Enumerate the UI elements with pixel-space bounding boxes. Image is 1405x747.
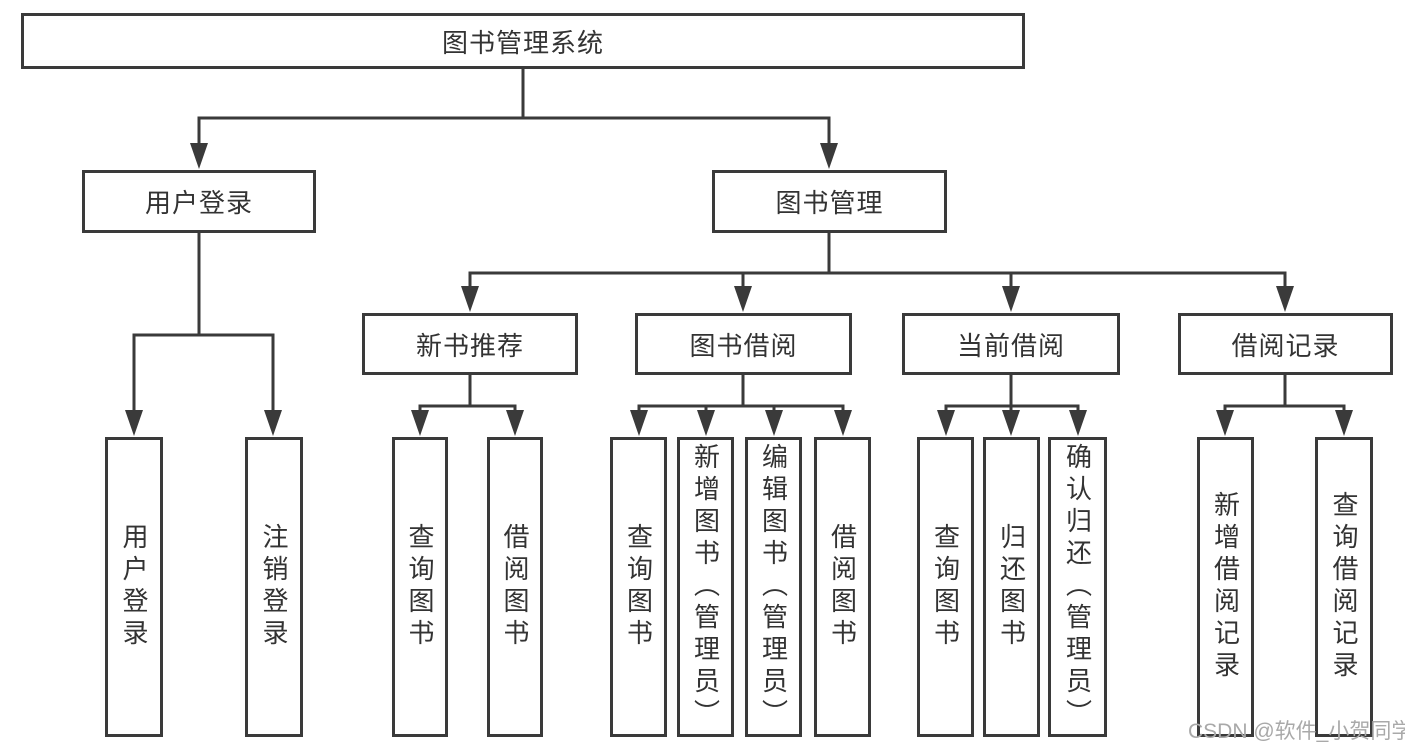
node-book-management-label: 图书管理 xyxy=(775,188,884,218)
node-book-borrowing-label: 图书借阅 xyxy=(689,330,798,361)
leaf-edit-book-admin-label: 编辑图书（管理员） xyxy=(758,443,789,731)
node-new-book-recommend-label: 新书推荐 xyxy=(415,330,524,361)
node-borrow-records-label: 借阅记录 xyxy=(1231,330,1340,361)
node-user-login: 用户登录 xyxy=(82,170,316,233)
leaf-add-borrow-record: 新增借阅记录 xyxy=(1197,437,1254,737)
node-root-label: 图书管理系统 xyxy=(441,27,604,58)
leaf-confirm-return-admin-label: 确认归还（管理员） xyxy=(1062,443,1093,731)
node-book-management: 图书管理 xyxy=(712,170,947,233)
leaf-query-borrow-record-label: 查询借阅记录 xyxy=(1329,491,1359,683)
node-book-borrowing: 图书借阅 xyxy=(635,313,852,375)
leaf-user-login: 用户登录 xyxy=(105,437,163,737)
leaf-return-book-label: 归还图书 xyxy=(996,523,1027,651)
leaf-borrow-books-recommend-label: 借阅图书 xyxy=(500,523,530,651)
node-root: 图书管理系统 xyxy=(21,13,1025,69)
leaf-logout-label: 注销登录 xyxy=(259,523,289,651)
leaf-add-book-admin: 新增图书（管理员） xyxy=(677,437,734,737)
node-borrow-records: 借阅记录 xyxy=(1178,313,1393,375)
leaf-query-books-borrowing-label: 查询图书 xyxy=(623,523,654,651)
leaf-add-book-admin-label: 新增图书（管理员） xyxy=(690,443,721,731)
leaf-query-borrow-record: 查询借阅记录 xyxy=(1315,437,1373,737)
leaf-user-login-label: 用户登录 xyxy=(119,523,149,651)
node-current-borrowing-label: 当前借阅 xyxy=(956,330,1065,361)
leaf-logout: 注销登录 xyxy=(245,437,303,737)
leaf-edit-book-admin: 编辑图书（管理员） xyxy=(745,437,802,737)
arrowheads xyxy=(125,143,1353,436)
leaf-borrow-books-borrowing-label: 借阅图书 xyxy=(827,523,858,651)
leaf-confirm-return-admin: 确认归还（管理员） xyxy=(1048,437,1107,737)
leaf-query-books-current-label: 查询图书 xyxy=(930,523,961,651)
node-user-login-label: 用户登录 xyxy=(144,188,253,218)
node-new-book-recommend: 新书推荐 xyxy=(362,313,578,375)
leaf-add-borrow-record-label: 新增借阅记录 xyxy=(1210,491,1241,683)
leaf-query-books-recommend-label: 查询图书 xyxy=(405,523,435,651)
leaf-query-books-recommend: 查询图书 xyxy=(392,437,448,737)
leaf-return-book: 归还图书 xyxy=(983,437,1040,737)
node-current-borrowing: 当前借阅 xyxy=(902,313,1120,375)
leaf-borrow-books-borrowing: 借阅图书 xyxy=(814,437,871,737)
leaf-query-books-current: 查询图书 xyxy=(917,437,974,737)
leaf-borrow-books-recommend: 借阅图书 xyxy=(487,437,543,737)
leaf-query-books-borrowing: 查询图书 xyxy=(610,437,667,737)
